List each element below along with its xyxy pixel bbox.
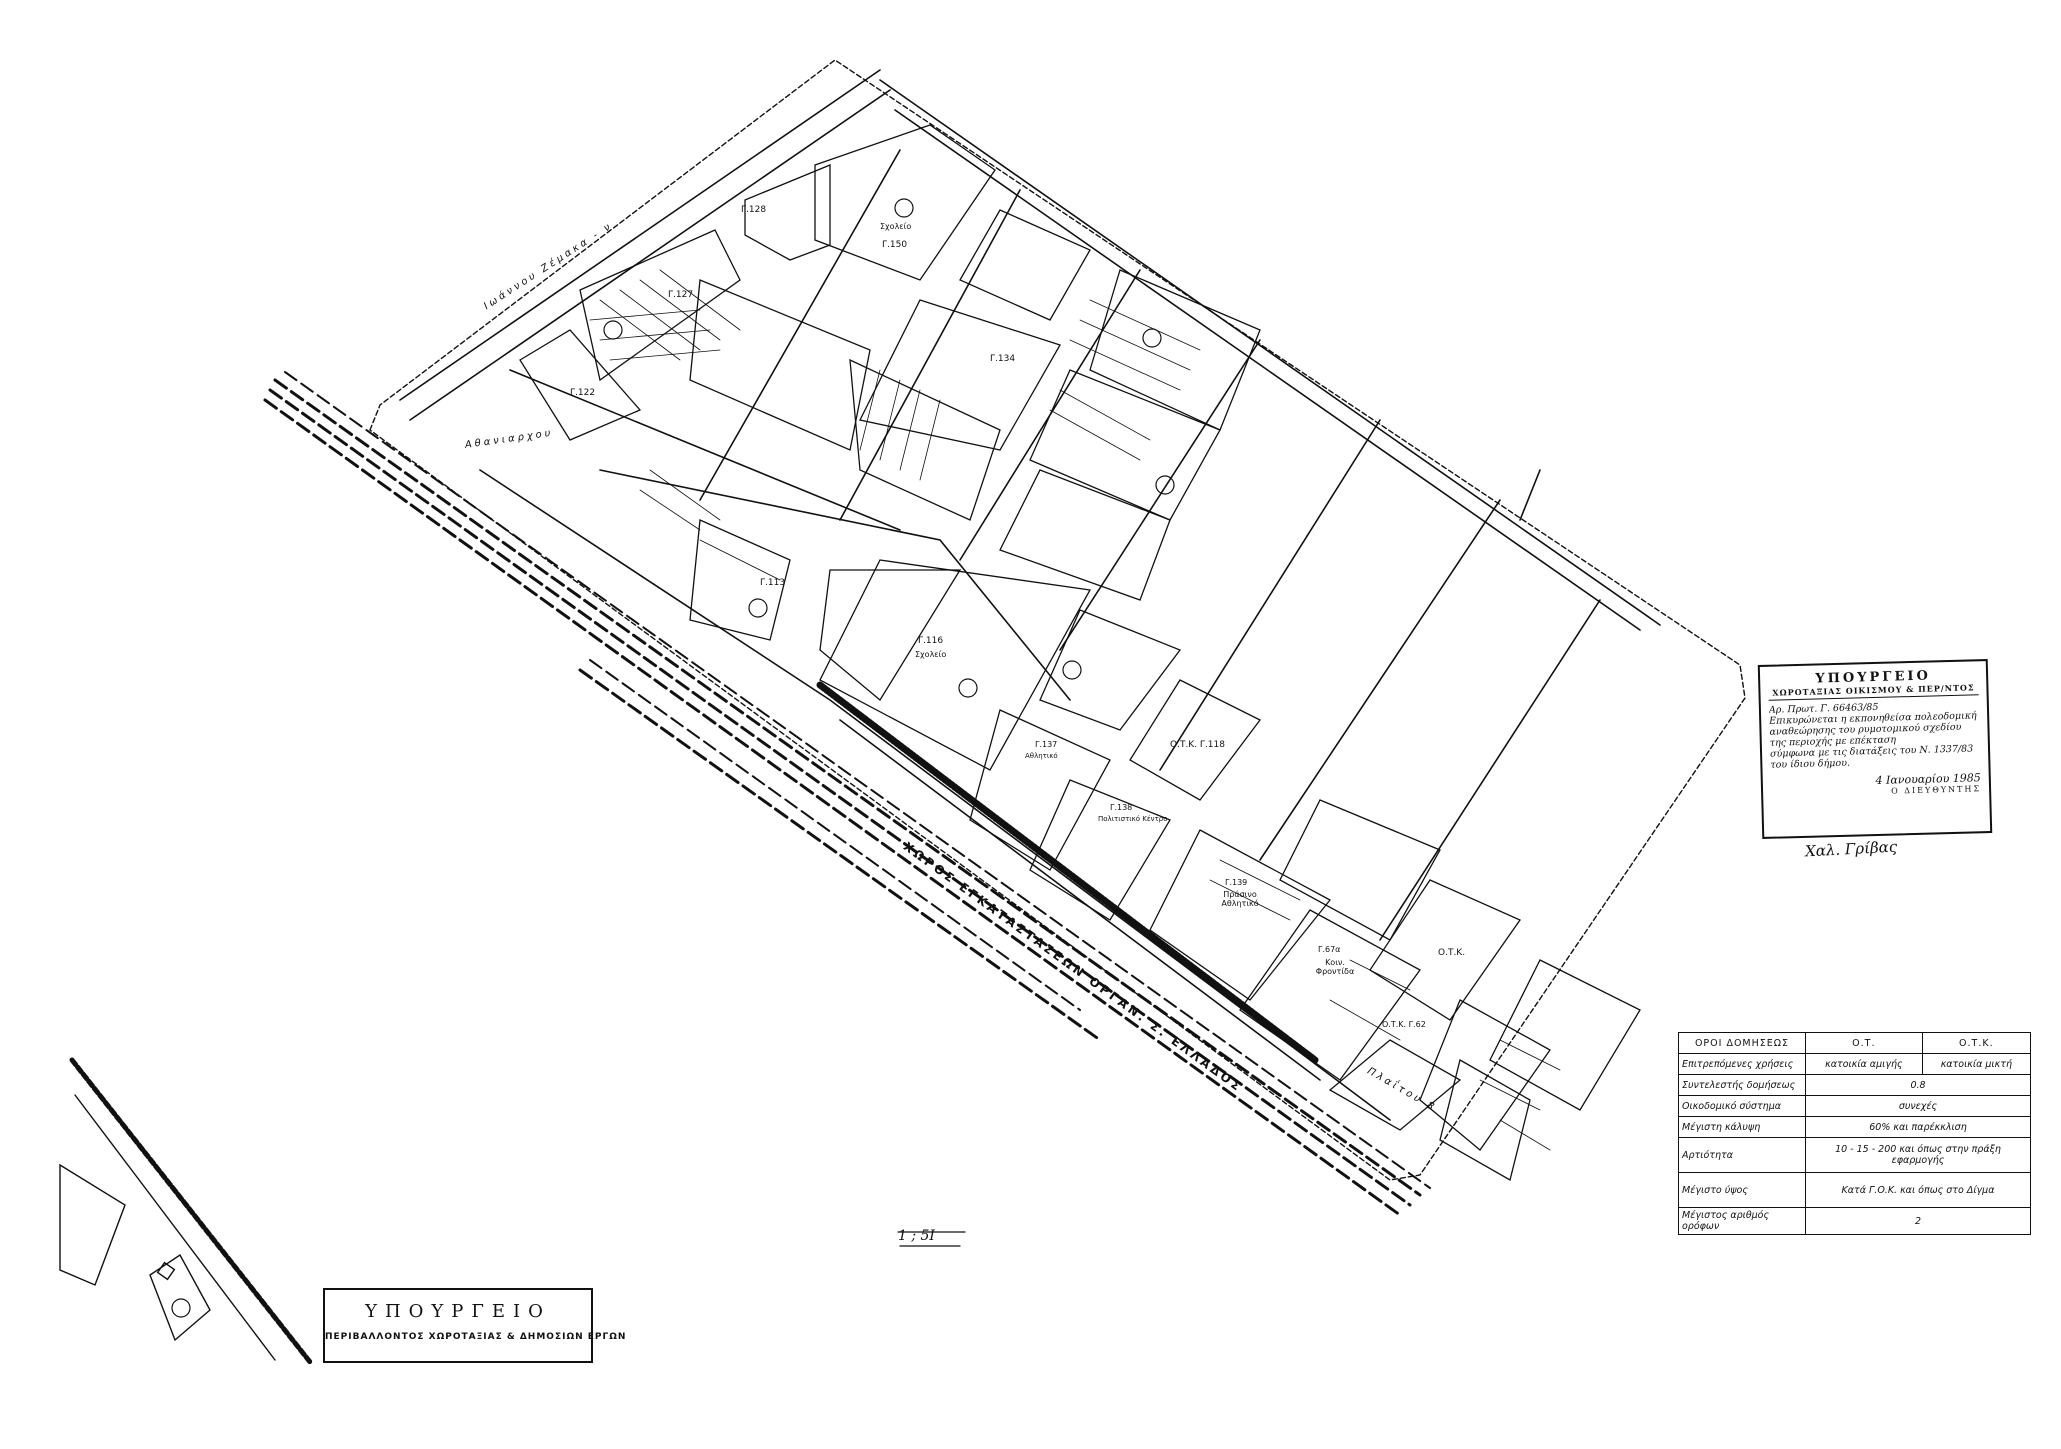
block-label-g137: Γ.137 xyxy=(1035,740,1058,749)
block-label-otk-g118: Ο.Τ.Κ. Γ.118 xyxy=(1170,740,1225,750)
ministry-title: ΥΠΟΥΡΓΕΙΟ xyxy=(365,1301,551,1322)
row-value-ot: κατοικία αμιγής xyxy=(1805,1053,1923,1075)
row-value: 10 - 15 - 200 και όπως στην πράξη εφαρμο… xyxy=(1805,1137,2031,1173)
row-value: συνεχές xyxy=(1805,1095,2031,1117)
table-row: Μέγιστο ύψος Κατά Γ.Ο.Κ. και όπως στο Δί… xyxy=(1678,1172,2031,1208)
row-value: 0.8 xyxy=(1805,1074,2031,1096)
block-label-g67a: Γ.67α xyxy=(1318,945,1341,954)
block-label-g134: Γ.134 xyxy=(990,354,1016,364)
corner-fragment xyxy=(59,1057,313,1365)
row-value-otk: κατοικία μικτή xyxy=(1921,1053,2032,1075)
row-label: Μέγιστο ύψος xyxy=(1678,1172,1806,1208)
building-terms-table: ΟΡΟΙ ΔΟΜΗΣΕΩΣ Ο.Τ. Ο.Τ.Κ. Επιτρεπόμενες … xyxy=(1678,1032,2032,1235)
block-label-g138: Γ.138 xyxy=(1110,803,1133,812)
table-header-row: ΟΡΟΙ ΔΟΜΗΣΕΩΣ Ο.Τ. Ο.Τ.Κ. xyxy=(1678,1032,2032,1054)
table-row: Αρτιότητα 10 - 15 - 200 και όπως στην πρ… xyxy=(1678,1137,2031,1173)
table-row: Επιτρεπόμενες χρήσεις κατοικία αμιγής κα… xyxy=(1678,1053,2032,1075)
block-use-g139: Πράσινο Αθλητικό xyxy=(1221,890,1259,908)
table-header: Ο.Τ. xyxy=(1805,1032,1923,1054)
block-use-g137: Αθλητικό xyxy=(1025,752,1058,760)
block-label-g113: Γ.113 xyxy=(760,578,786,588)
approval-stamp: ΥΠΟΥΡΓΕΙΟ ΧΩΡΟΤΑΞΙΑΣ ΟΙΚΙΣΜΟΥ & ΠΕΡ/ΝΤΟΣ… xyxy=(1757,659,1993,839)
ministry-title-block: ΥΠΟΥΡΓΕΙΟ ΠΕΡΙΒΑΛΛΟΝΤΟΣ ΧΩΡΟΤΑΞΙΑΣ & ΔΗΜ… xyxy=(323,1288,627,1363)
block-use-g116: Σχολείο xyxy=(915,650,947,659)
block-use-g67a: Κοιν. Φροντίδα xyxy=(1315,958,1355,976)
block-label-g116: Γ.116 xyxy=(918,636,944,646)
table-header: Ο.Τ.Κ. xyxy=(1921,1032,2032,1054)
row-label: Οικοδομικό σύστημα xyxy=(1678,1095,1806,1117)
row-label: Μέγιστη κάλυψη xyxy=(1678,1116,1806,1138)
railway-tracks xyxy=(263,371,1431,1217)
study-boundary xyxy=(369,59,1746,1181)
block-label-g127: Γ.127 xyxy=(668,290,694,300)
table-row: Οικοδομικό σύστημα συνεχές xyxy=(1678,1095,2031,1117)
table-row: Μέγιστη κάλυψη 60% και παρέκκλιση xyxy=(1678,1116,2031,1138)
block-outlines xyxy=(519,124,1641,1181)
ministry-subtitle: ΠΕΡΙΒΑΛΛΟΝΤΟΣ ΧΩΡΟΤΑΞΙΑΣ & ΔΗΜΟΣΙΩΝ ΕΡΓΩ… xyxy=(325,1332,627,1342)
row-value: 60% και παρέκκλιση xyxy=(1805,1116,2031,1138)
table-row: Μέγιστος αριθμός ορόφων 2 xyxy=(1678,1207,2031,1235)
block-label-otk: Ο.Τ.Κ. xyxy=(1438,948,1466,958)
row-value: 2 xyxy=(1805,1207,2031,1235)
table-header: ΟΡΟΙ ΔΟΜΗΣΕΩΣ xyxy=(1678,1032,1806,1054)
block-label-g139: Γ.139 xyxy=(1225,878,1248,887)
scale-mark xyxy=(897,1231,966,1247)
scale-stamp: 1 ; 5Ι xyxy=(898,1228,935,1244)
block-label-g128: Γ.128 xyxy=(741,205,767,215)
block-label-otk-g62: Ο.Τ.Κ. Γ.62 xyxy=(1382,1020,1426,1029)
block-use-g150: Σχολείο xyxy=(880,222,912,231)
row-label: Αρτιότητα xyxy=(1678,1137,1806,1173)
street-grid xyxy=(399,69,1661,1121)
block-label-g122: Γ.122 xyxy=(570,388,596,398)
block-markers xyxy=(171,198,1175,1318)
parcel-lines xyxy=(589,269,1561,1151)
row-value: Κατά Γ.Ο.Κ. και όπως στο Δίγμα xyxy=(1805,1172,2031,1208)
rail-area-edge xyxy=(816,681,1319,1064)
block-use-g138: Πολιτιστικό Κέντρο xyxy=(1098,815,1168,823)
row-label: Συντελεστής δομήσεως xyxy=(1678,1074,1806,1096)
row-label: Μέγιστος αριθμός ορόφων xyxy=(1678,1207,1806,1235)
table-row: Συντελεστής δομήσεως 0.8 xyxy=(1678,1074,2031,1096)
row-label: Επιτρεπόμενες χρήσεις xyxy=(1678,1053,1806,1075)
block-label-g150: Γ.150 xyxy=(882,240,908,250)
